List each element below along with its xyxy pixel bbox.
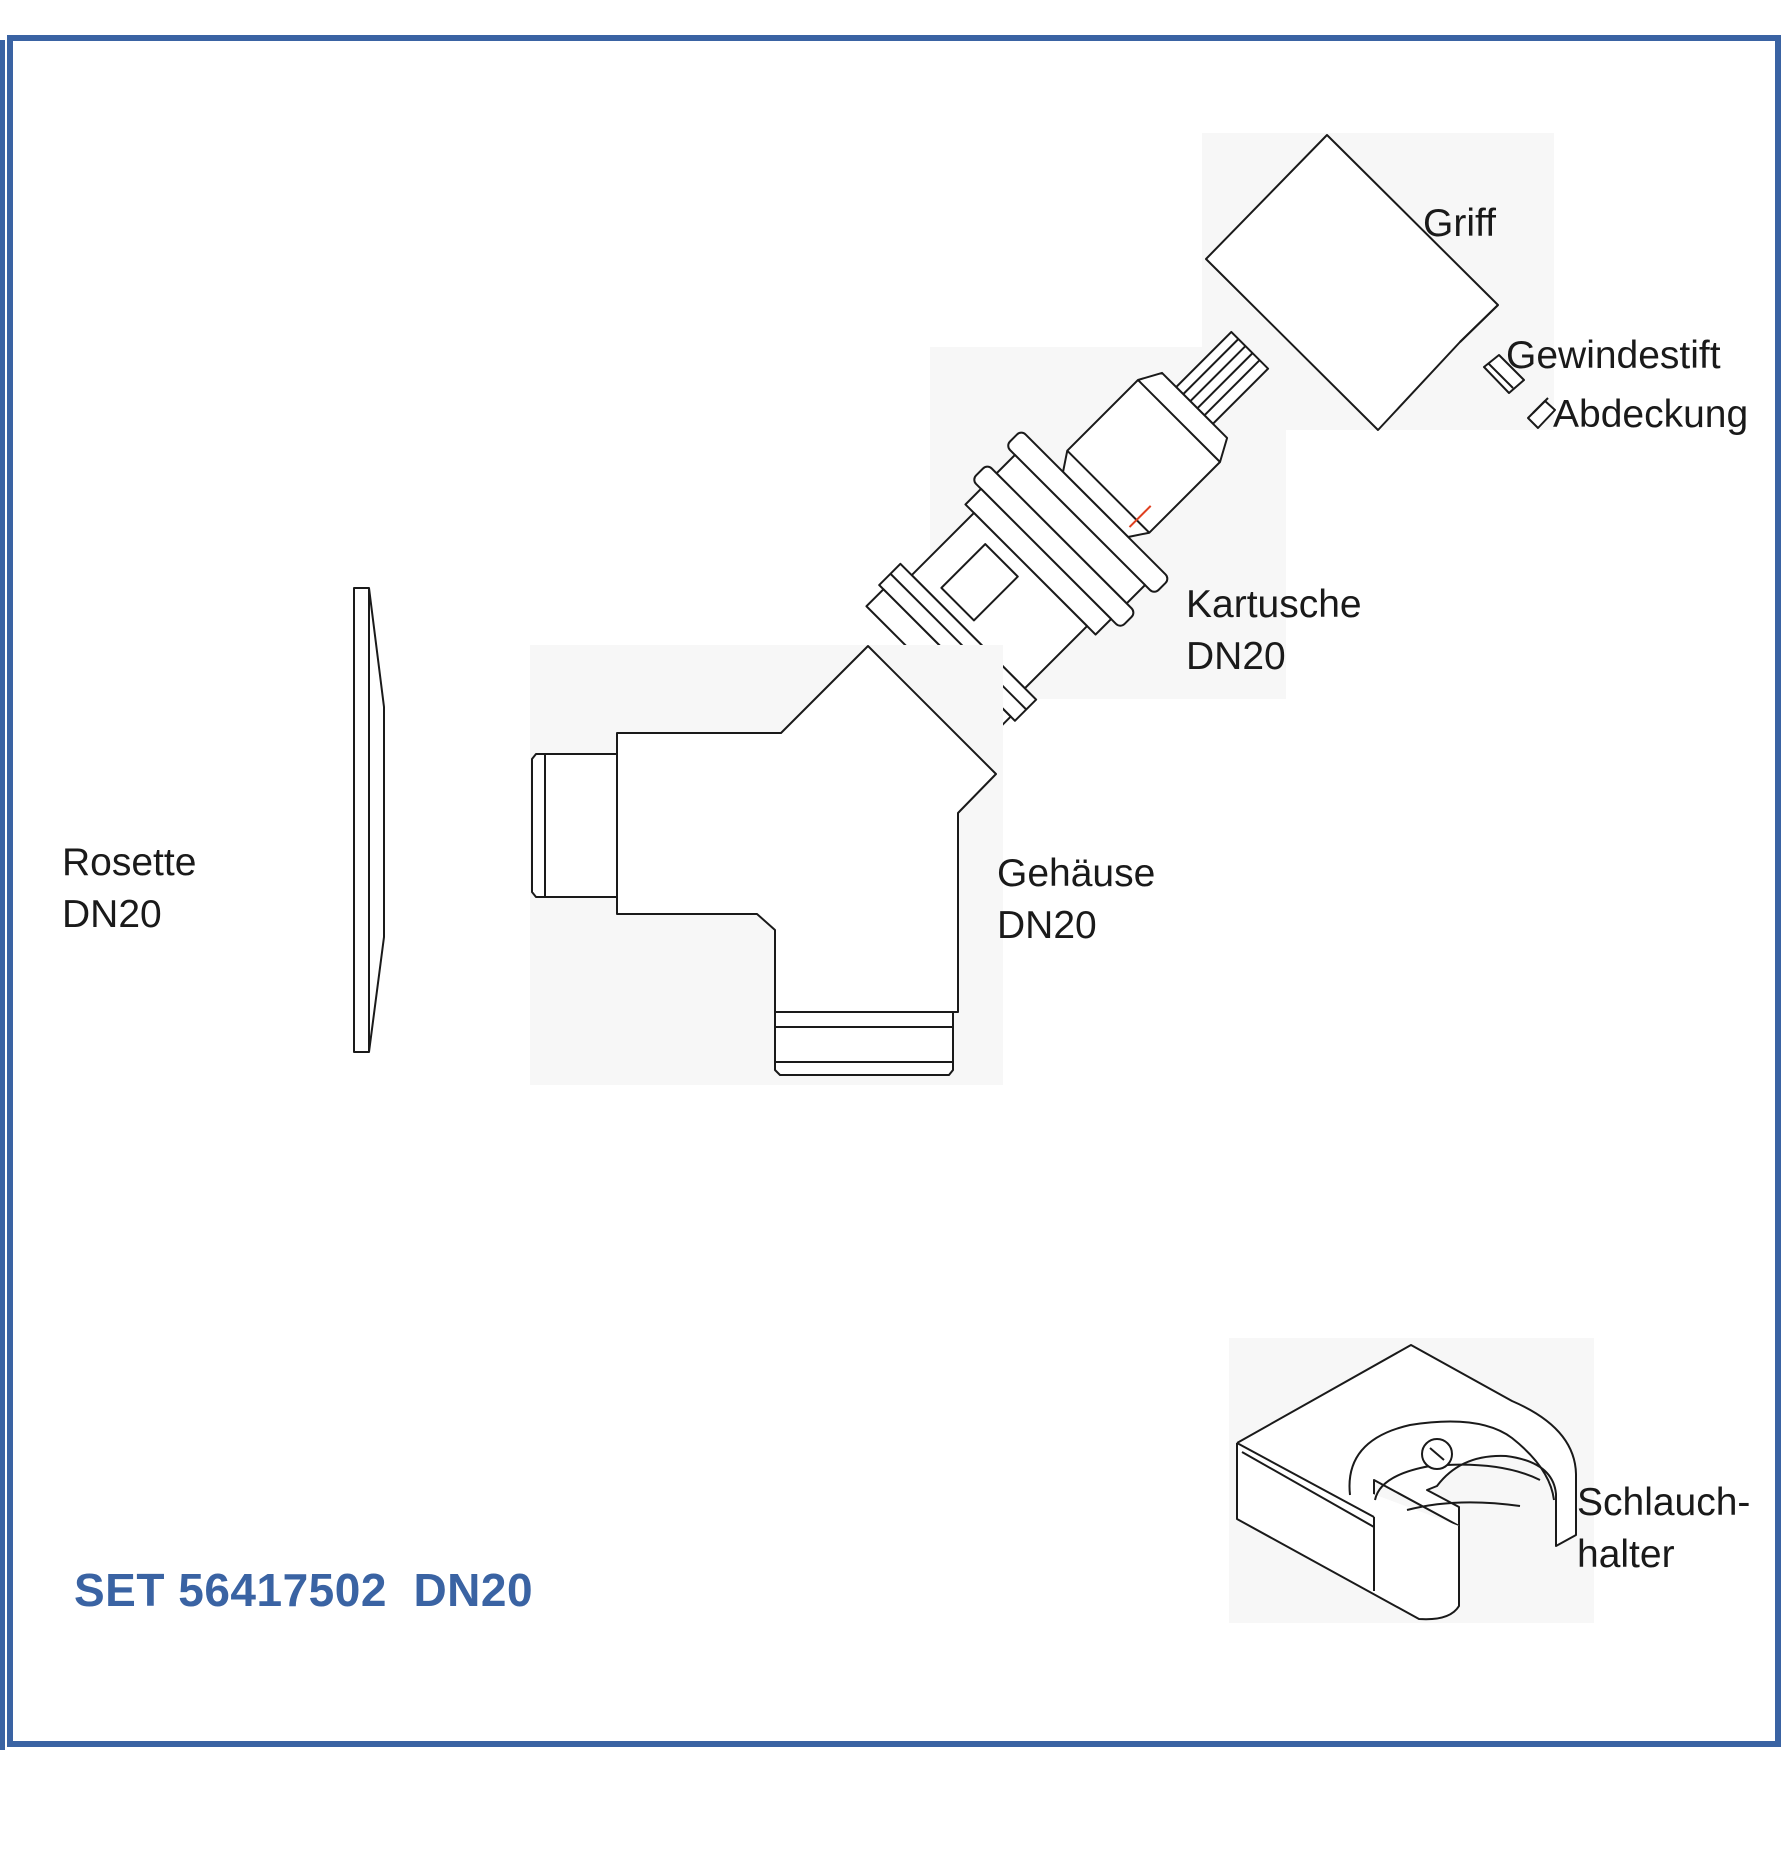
label-gewindestift: Gewindestift [1506,334,1721,377]
label-gehaeuse-name: Gehäuse [997,852,1156,895]
label-schlauchhalter-line2: halter [1577,1533,1675,1576]
label-kartusche-name: Kartusche [1186,583,1362,626]
set-title: SET 56417502 DN20 [74,1564,534,1616]
gewindestift-part [1483,354,1525,394]
rosette-part [353,587,385,1053]
label-kartusche-size: DN20 [1186,635,1286,678]
label-gehaeuse-size: DN20 [997,904,1097,947]
abdeckung-part [1527,397,1556,429]
diagram-frame [7,35,1781,1747]
label-schlauchhalter-line1: Schlauch- [1577,1481,1751,1524]
schlauchhalter-part [1229,1338,1594,1623]
label-griff: Griff [1423,202,1496,245]
label-abdeckung: Abdeckung [1553,393,1749,436]
kartusche-part [865,330,1286,735]
frame-left-edge [0,40,5,1750]
label-rosette-size: DN20 [62,893,162,936]
label-rosette-name: Rosette [62,841,197,884]
gehaeuse-part [530,645,1003,1085]
